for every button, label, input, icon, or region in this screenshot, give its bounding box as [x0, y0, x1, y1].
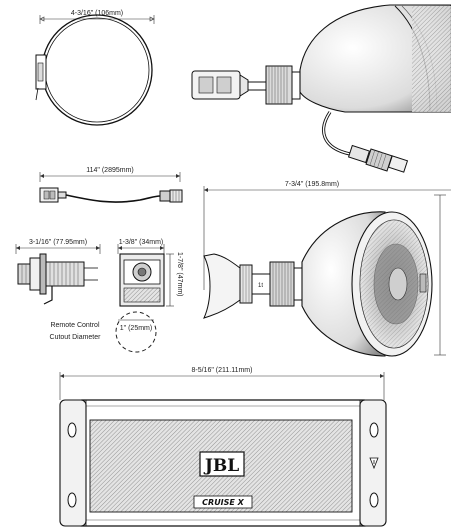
clamp-latch — [35, 54, 47, 101]
model-badge: CRUISE X — [193, 495, 253, 509]
remote-length-dimension: 3-1/16" (77.95mm) — [29, 239, 87, 246]
speaker-cable-plug — [347, 144, 409, 173]
speaker-front-view: 7-3/4" (195.8mm) 1t — [203, 181, 451, 357]
remote-side-view: 3-1/16" (77.95mm) — [15, 239, 101, 305]
cable-length-dimension: 114" (2895mm) — [86, 167, 134, 174]
cutout-label-line1: Remote Control — [50, 322, 99, 329]
remote-face-height-dimension: 1-7/8" (47mm) — [176, 252, 183, 297]
clamp-drawing: 4-3/16" (106mm) — [35, 10, 155, 126]
cutout-diagram: Remote Control Cutout Diameter 1" (25mm) — [50, 311, 157, 353]
jbl-logo: JBL — [199, 451, 245, 477]
amp-length-dimension: 8-5/16" (211.11mm) — [192, 367, 253, 374]
amp-left-mount — [59, 399, 87, 527]
remote-front-view: 1-3/8" (34mm) 1-7/8" (47mm) — [117, 239, 183, 307]
cable-drawing: 114" (2895mm) — [39, 167, 183, 203]
cutout-size-dimension: 1" (25mm) — [120, 325, 152, 332]
amp-right-mount — [359, 399, 387, 527]
speaker-length-dimension: 7-3/4" (195.8mm) — [285, 181, 339, 188]
svg-text:CRUISE X: CRUISE X — [202, 498, 245, 507]
clamp-width-dimension: 4-3/16" (106mm) — [71, 10, 123, 17]
warning-triangle-icon — [369, 457, 379, 470]
speaker-side-view — [191, 4, 451, 173]
svg-text:1t: 1t — [258, 283, 263, 289]
svg-text:JBL: JBL — [203, 456, 239, 476]
cutout-label-line2: Cutout Diameter — [50, 334, 102, 341]
remote-face-width-dimension: 1-3/8" (34mm) — [119, 239, 164, 246]
amplifier-drawing: 8-5/16" (211.11mm) JBL — [59, 367, 387, 527]
